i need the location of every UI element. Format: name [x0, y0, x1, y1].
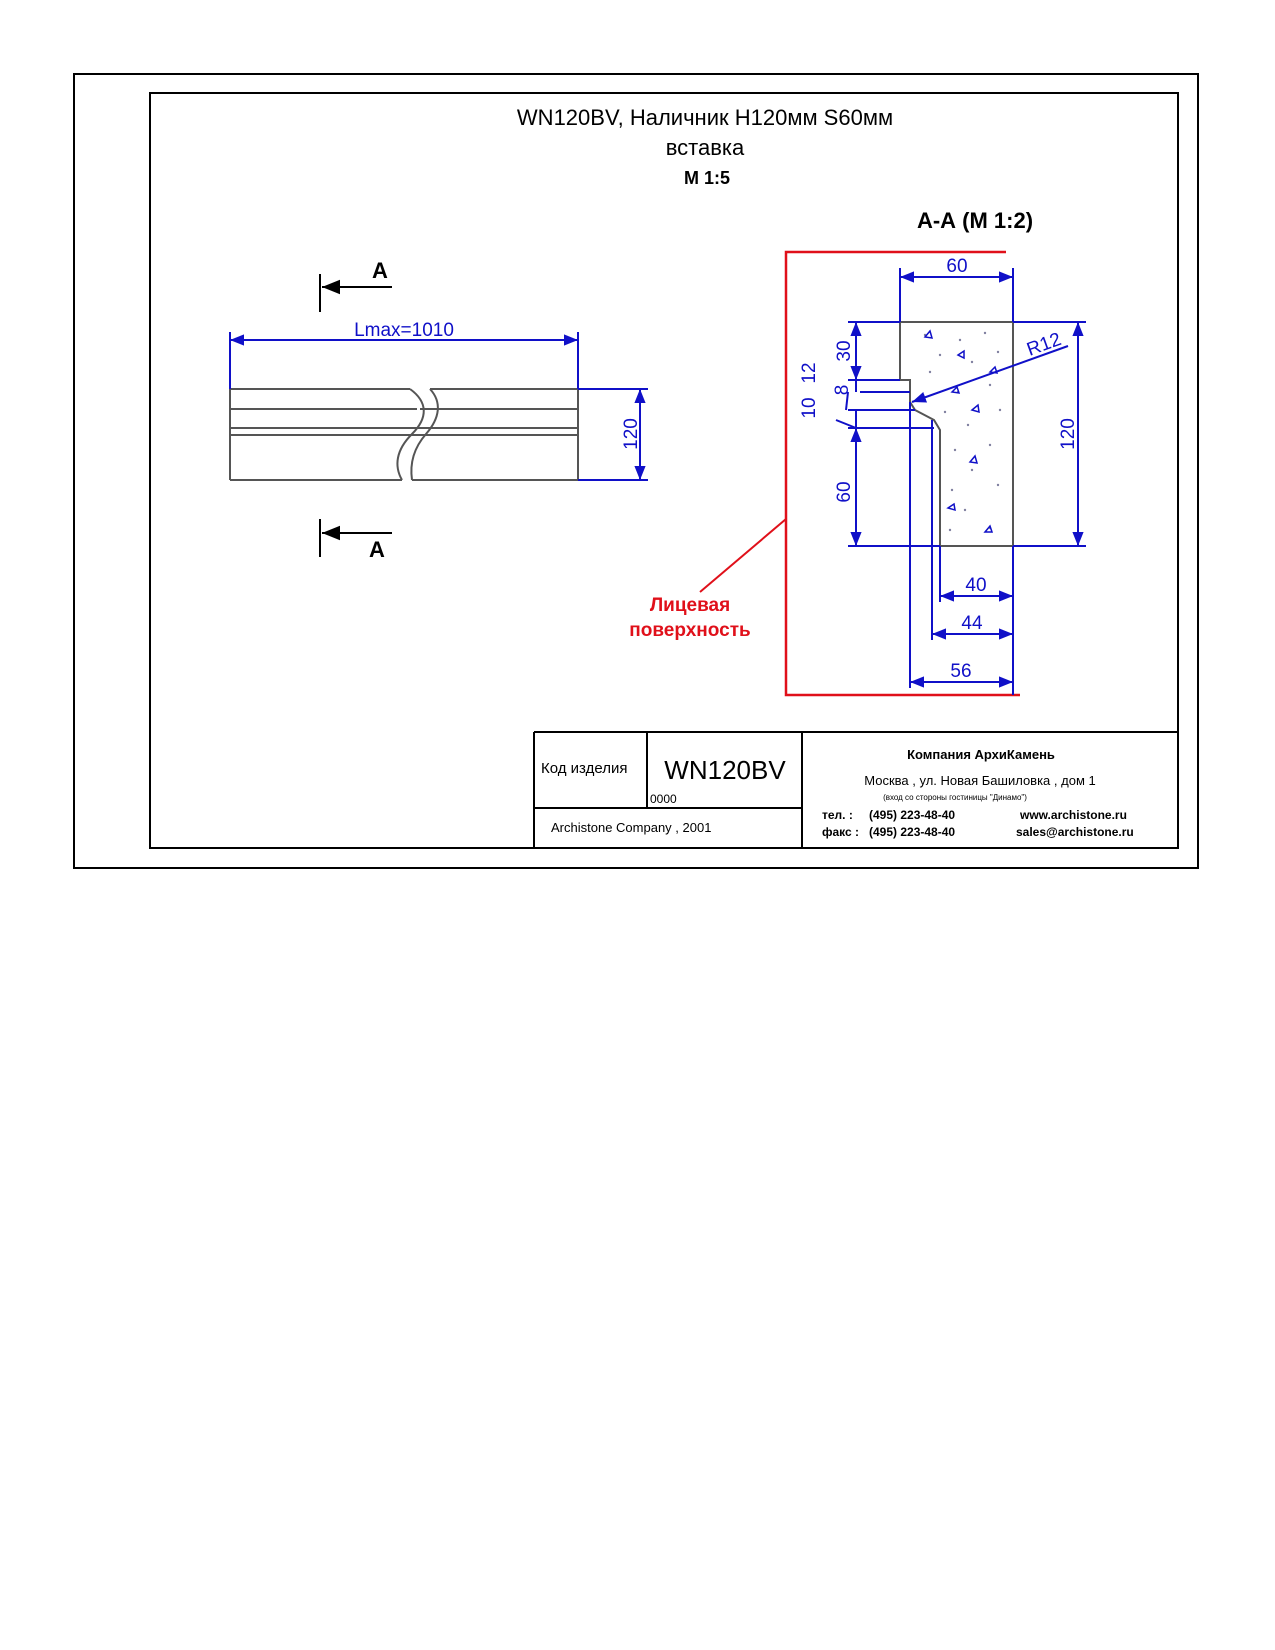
drawing-subtitle: вставка — [666, 135, 745, 160]
copyright: Archistone Company , 2001 — [551, 820, 711, 835]
dim-30: 30 — [834, 340, 855, 361]
face-leader — [699, 518, 787, 593]
dim-top-width: 60 — [946, 256, 967, 277]
dim-60: 60 — [834, 481, 855, 502]
fax-number: (495) 223-48-40 — [869, 825, 955, 839]
fax-label: факс : — [822, 825, 859, 839]
email-link[interactable]: sales@archistone.ru — [1016, 825, 1134, 839]
profile-hatch-marks — [923, 329, 999, 533]
dim-12: 12 — [799, 362, 820, 383]
dim-56: 56 — [950, 661, 971, 682]
company-address: Москва , ул. Новая Башиловка , дом 1 — [864, 773, 1095, 788]
phone-number: (495) 223-48-40 — [869, 808, 955, 822]
section-mark-a-top: A — [372, 258, 388, 283]
section-dims — [835, 268, 1086, 695]
drawing-number: 0000 — [650, 792, 677, 806]
profile-outline — [899, 321, 1014, 547]
break-line-2 — [410, 388, 439, 481]
section-mark-a-bottom: A — [369, 537, 385, 562]
dim-10: 10 — [799, 397, 820, 418]
dim-radius: R12 — [1024, 329, 1064, 361]
address-note: (вход со стороны гостиницы "Динамо") — [883, 793, 1027, 802]
dim-40: 40 — [965, 575, 986, 596]
elevation-length: Lmax=1010 — [354, 320, 454, 341]
phone-label: тел. : — [822, 808, 853, 822]
drawing-scale: М 1:5 — [684, 168, 730, 188]
inner-frame — [149, 92, 1179, 849]
section-marker-bottom — [319, 519, 392, 557]
company-name: Компания АрхиКамень — [907, 747, 1055, 762]
dim-height: 120 — [1058, 418, 1079, 450]
face-surface-line — [784, 250, 1020, 697]
break-line — [396, 388, 425, 481]
elevation-height: 120 — [621, 418, 642, 450]
drawing-title: WN120BV, Наличник H120мм S60мм — [517, 105, 893, 130]
elevation-dims — [229, 332, 648, 481]
face-label-line2: поверхность — [629, 620, 750, 641]
section-label: А-А (М 1:2) — [917, 208, 1033, 233]
section-marker-top — [319, 274, 392, 312]
code-label: Код изделия — [541, 760, 627, 777]
website-link[interactable]: www.archistone.ru — [1019, 808, 1127, 822]
elevation-view — [229, 388, 579, 481]
face-label-line1: Лицевая — [650, 595, 730, 616]
product-code: WN120BV — [664, 755, 786, 785]
dim-8: 8 — [832, 385, 853, 396]
title-block — [533, 731, 1178, 848]
outer-frame — [73, 73, 1199, 869]
dim-44: 44 — [961, 613, 983, 634]
